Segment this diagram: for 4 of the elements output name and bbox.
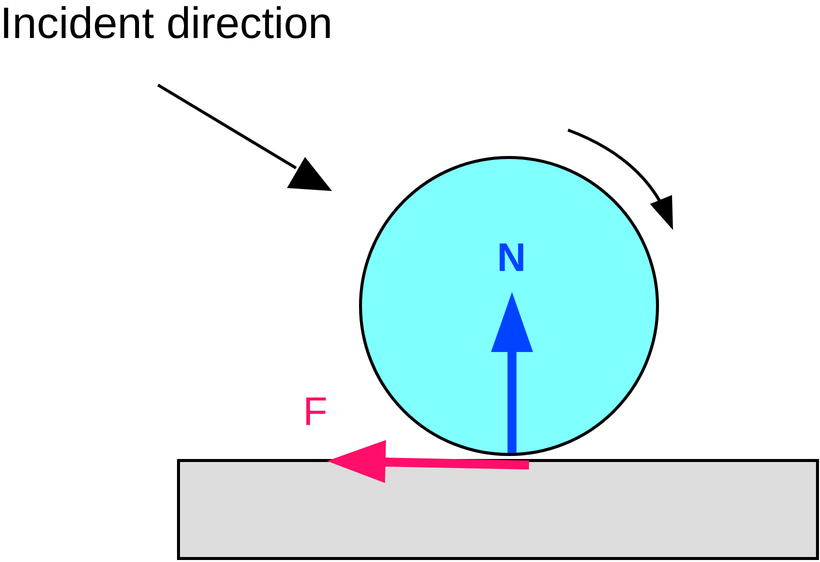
direction-label: Incident direction — [0, 2, 333, 46]
force-label: F — [303, 392, 328, 432]
surface-block — [177, 459, 819, 560]
force-label: N — [497, 238, 526, 278]
